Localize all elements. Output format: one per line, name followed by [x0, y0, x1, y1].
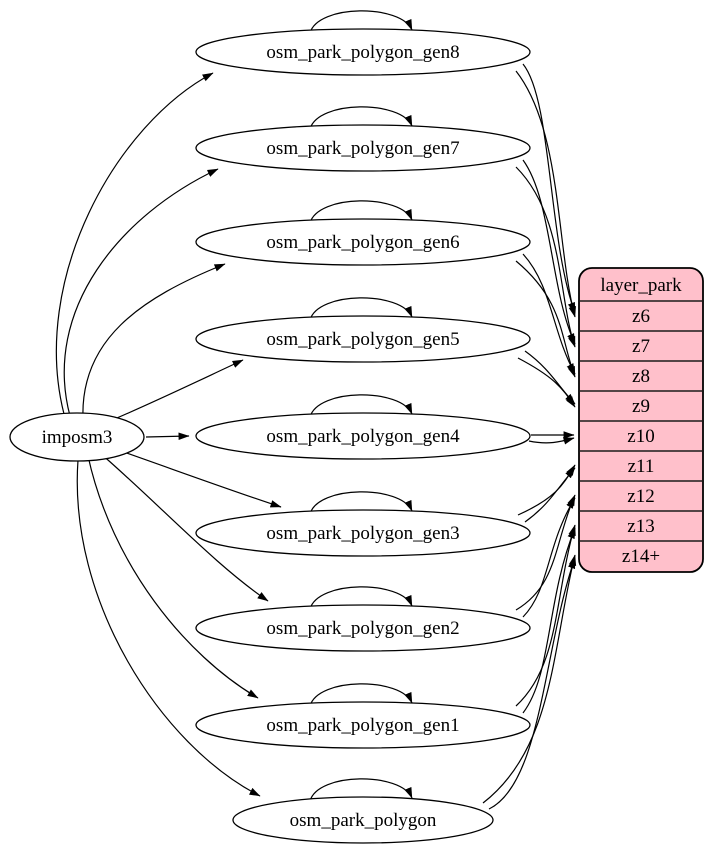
- layer-row-z9: z9: [632, 396, 650, 417]
- node-osm-park-polygon-gen5: osm_park_polygon_gen5: [195, 315, 531, 363]
- node-label: osm_park_polygon_gen3: [266, 523, 459, 544]
- edge-imposm3-to-gen5: [102, 359, 244, 425]
- self-loop-gen2: [309, 586, 413, 610]
- node-ellipse: [195, 218, 531, 266]
- node-label: osm_park_polygon_gen7: [266, 138, 459, 159]
- edge-imposm3-to-gen2: [99, 452, 269, 602]
- edge-imposm3-to-gen7: [63, 168, 219, 417]
- node-ellipse: [195, 412, 531, 460]
- node-osm-park-polygon-gen3: osm_park_polygon_gen3: [195, 509, 531, 557]
- node-label: osm_park_polygon: [290, 810, 437, 831]
- edge-gen5-to-z9-2: [517, 357, 576, 408]
- layer-table-background: [578, 267, 704, 573]
- node-osm-park-polygon-gen4: osm_park_polygon_gen4: [195, 412, 531, 460]
- layer-row-z8: z8: [632, 366, 650, 387]
- node-ellipse: [195, 124, 531, 172]
- node-osm-park-polygon-gen6: osm_park_polygon_gen6: [195, 218, 531, 266]
- node-ellipse: [195, 509, 531, 557]
- edge-polygon-to-z14-2: [482, 554, 577, 804]
- edge-imposm3-to-gen1: [87, 455, 259, 699]
- node-label: osm_park_polygon_gen2: [266, 618, 459, 639]
- layer-table-title: layer_park: [600, 275, 682, 296]
- layer-row-z6: z6: [632, 306, 650, 327]
- self-loop-gen5: [309, 297, 413, 321]
- edge-gen2-to-z12-2: [515, 494, 576, 611]
- self-loop-gen1: [309, 683, 413, 707]
- edge-imposm3-to-gen4: [145, 432, 190, 440]
- edge-gen1-to-z13-1: [522, 527, 576, 714]
- node-ellipse: [232, 796, 494, 844]
- edge-gen6-to-z8-1: [522, 253, 576, 375]
- edge-imposm3-to-gen8: [55, 72, 214, 415]
- node-ellipse: [195, 315, 531, 363]
- edge-imposm3-to-polygon: [76, 459, 261, 797]
- edge-gen1-to-z13-2: [515, 524, 576, 707]
- edge-gen4-to-z10-2: [528, 437, 575, 445]
- node-osm-park-polygon: osm_park_polygon: [232, 796, 494, 844]
- edges-layer: [55, 10, 577, 810]
- node-osm-park-polygon-gen2: osm_park_polygon_gen2: [195, 604, 531, 652]
- self-loop-gen3: [309, 491, 413, 515]
- layer-row-z10: z10: [627, 426, 654, 447]
- edge-gen8-to-z6-1: [522, 63, 576, 314]
- node-label: osm_park_polygon_gen6: [266, 232, 459, 253]
- edge-polygon-to-z14-1: [488, 557, 576, 810]
- self-loop-gen4: [309, 394, 413, 418]
- edge-imposm3-to-gen6: [82, 263, 226, 420]
- node-label: osm_park_polygon_gen8: [266, 42, 459, 63]
- node-ellipse: [195, 604, 531, 652]
- node-ellipse: [195, 701, 531, 749]
- layer-row-z11: z11: [628, 456, 655, 477]
- edge-gen7-to-z7-1: [522, 159, 576, 345]
- node-label: imposm3: [42, 427, 113, 448]
- node-label: osm_park_polygon_gen1: [266, 715, 459, 736]
- edge-gen8-to-z6-2: [515, 70, 576, 318]
- node-ellipse: [195, 28, 531, 76]
- edge-gen7-to-z7-2: [515, 166, 576, 348]
- edge-gen6-to-z8-2: [515, 260, 576, 378]
- edge-imposm3-to-gen3: [117, 449, 282, 508]
- self-loop-gen7: [309, 106, 413, 130]
- node-label: osm_park_polygon_gen4: [266, 426, 460, 447]
- node-label: osm_park_polygon_gen5: [266, 329, 459, 350]
- node-osm-park-polygon-gen1: osm_park_polygon_gen1: [195, 701, 531, 749]
- node-osm-park-polygon-gen8: osm_park_polygon_gen8: [195, 28, 531, 76]
- layer-row-z7: z7: [632, 336, 650, 357]
- self-loop-gen8: [309, 10, 413, 34]
- layer-row-z12: z12: [627, 486, 654, 507]
- node-osm-park-polygon-gen7: osm_park_polygon_gen7: [195, 124, 531, 172]
- node-imposm3: imposm3: [9, 412, 145, 462]
- self-loop-gen6: [309, 200, 413, 224]
- node-ellipse: [9, 412, 145, 462]
- edge-gen3-to-z11-2: [517, 464, 576, 516]
- layer-row-z13: z13: [627, 516, 654, 537]
- layer-row-z14: z14+: [622, 546, 660, 567]
- self-loop-polygon: [309, 778, 413, 802]
- edge-gen2-to-z12-1: [522, 497, 576, 618]
- layer-park-table: layer_park z6 z7 z8 z9 z10 z11 z12 z13 z…: [578, 267, 704, 573]
